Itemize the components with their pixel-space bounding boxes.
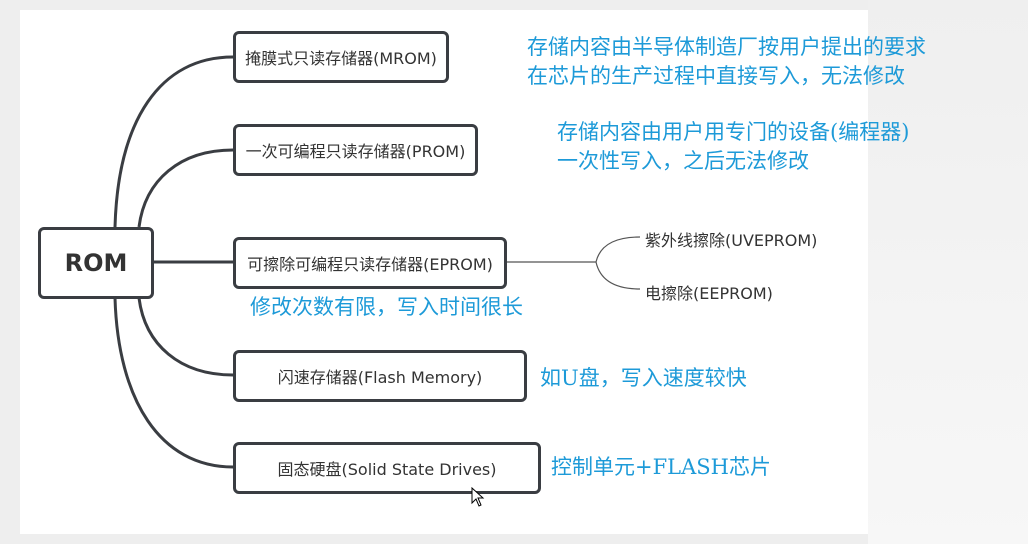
connector-eeprom — [595, 261, 641, 290]
node-ssd[interactable]: 固态硬盘(Solid State Drives) — [233, 442, 541, 494]
node-label: 掩膜式只读存储器(MROM) — [245, 49, 437, 68]
node-label: 一次可编程只读存储器(PROM) — [245, 142, 466, 161]
note-line: 如U盘，写入速度较快 — [540, 366, 747, 390]
node-label: 闪速存储器(Flash Memory) — [277, 368, 483, 387]
node-label: 可擦除可编程只读存储器(EPROM) — [247, 255, 493, 274]
note-line: 存储内容由半导体制造厂按用户提出的要求 — [527, 35, 926, 59]
connector-prom — [137, 148, 234, 228]
note-line: 控制单元+FLASH芯片 — [551, 455, 771, 479]
note-prom: 存储内容由用户用专门的设备(编程器) 一次性写入，之后无法修改 — [557, 118, 909, 176]
note-mrom: 存储内容由半导体制造厂按用户提出的要求 在芯片的生产过程中直接写入，无法修改 — [527, 33, 926, 91]
mouse-cursor-icon — [471, 487, 485, 507]
note-eprom: 修改次数有限，写入时间很长 — [250, 293, 523, 322]
sub-node-uveprom[interactable]: 紫外线擦除(UVEPROM) — [645, 231, 818, 250]
node-prom[interactable]: 一次可编程只读存储器(PROM) — [233, 124, 478, 176]
root-node[interactable]: ROM — [38, 227, 154, 299]
connector-mrom — [113, 55, 234, 228]
connector-flash — [137, 297, 234, 377]
note-line: 存储内容由用户用专门的设备(编程器) — [557, 120, 910, 144]
note-line: 一次性写入，之后无法修改 — [557, 149, 809, 173]
node-mrom[interactable]: 掩膜式只读存储器(MROM) — [233, 31, 449, 83]
node-flash[interactable]: 闪速存储器(Flash Memory) — [233, 350, 527, 402]
sub-node-eeprom[interactable]: 电擦除(EEPROM) — [645, 284, 773, 303]
node-label: 固态硬盘(Solid State Drives) — [277, 460, 497, 479]
note-line: 在芯片的生产过程中直接写入，无法修改 — [527, 64, 905, 88]
note-ssd: 控制单元+FLASH芯片 — [551, 453, 771, 482]
connector-uveprom — [595, 236, 641, 263]
note-flash: 如U盘，写入速度较快 — [540, 364, 747, 393]
node-eprom[interactable]: 可擦除可编程只读存储器(EPROM) — [233, 237, 507, 289]
background-right — [868, 0, 1028, 544]
note-line: 修改次数有限，写入时间很长 — [250, 295, 523, 319]
root-label: ROM — [64, 249, 128, 277]
connector-ssd — [113, 297, 234, 469]
